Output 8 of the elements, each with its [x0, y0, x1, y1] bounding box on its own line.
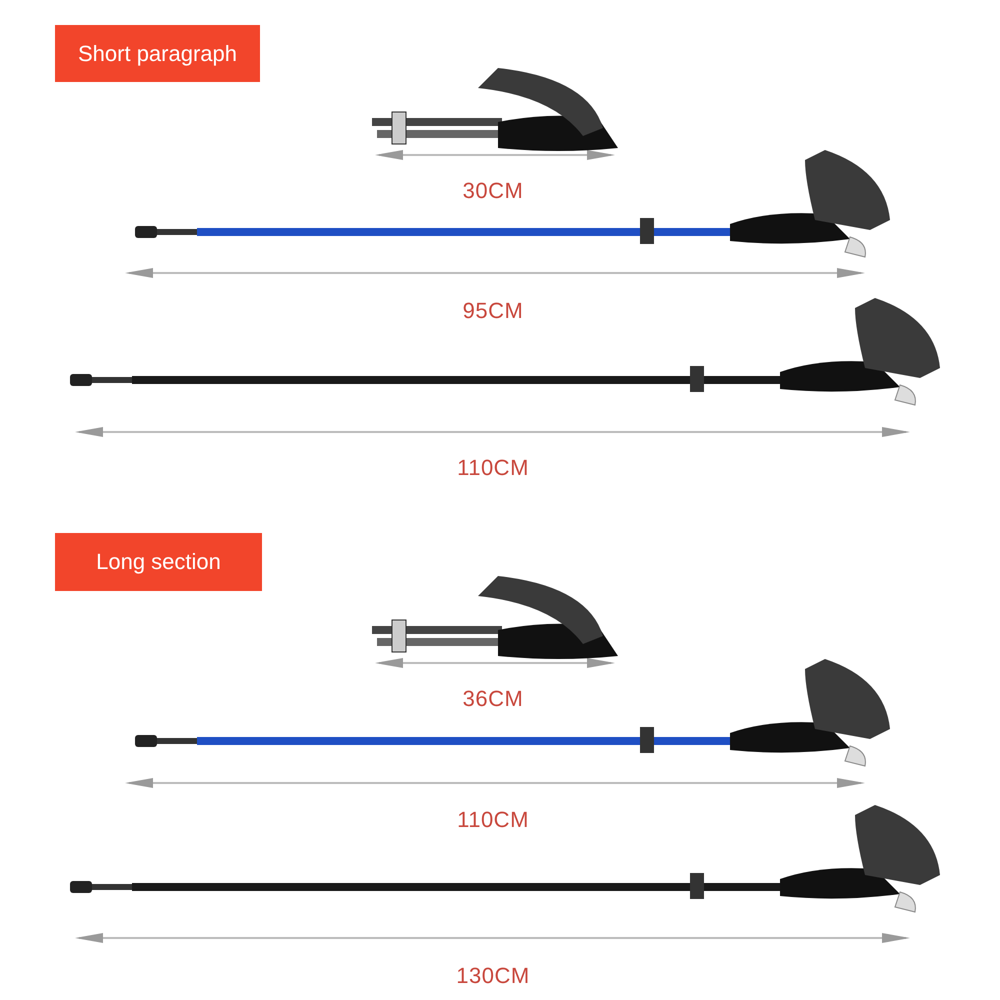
dimension-label: 30CM: [462, 178, 524, 204]
section-label: Short paragraph: [55, 25, 260, 82]
dimension-label: 110CM: [457, 455, 529, 481]
dimension-label: 110CM: [457, 807, 529, 833]
dimension-label: 36CM: [462, 686, 524, 712]
dimension-label: 95CM: [462, 298, 524, 324]
dimension-label: 130CM: [456, 963, 530, 989]
section-label: Long section: [55, 533, 262, 591]
